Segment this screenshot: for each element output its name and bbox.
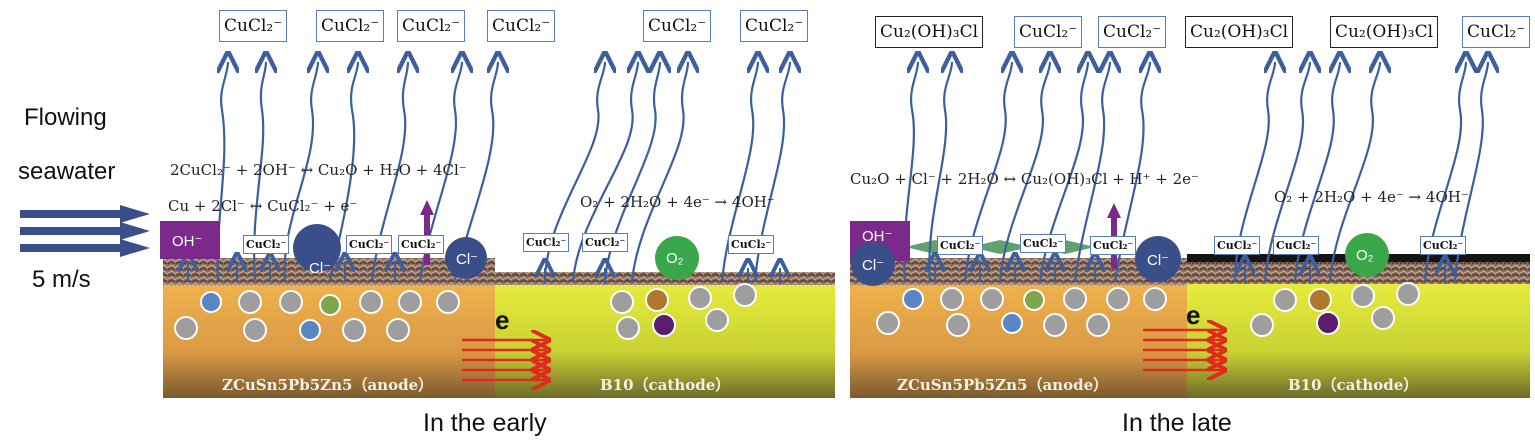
early-cl-small bbox=[445, 237, 487, 279]
late-surface-cucl2: CuCl₂⁻ bbox=[1020, 234, 1067, 253]
early-product-cucl2: CuCl₂⁻ bbox=[316, 10, 385, 42]
early-cathode-label: B10（cathode） bbox=[600, 376, 731, 394]
late-surface-cucl2: CuCl₂⁻ bbox=[1214, 236, 1261, 255]
early-electron-arrows bbox=[462, 340, 546, 380]
late-oh-label: OH⁻ bbox=[862, 228, 893, 245]
late-product-cucl2: CuCl₂⁻ bbox=[1098, 16, 1167, 48]
flowing-label: Flowing bbox=[24, 104, 107, 131]
ion-spheres bbox=[160, 221, 1389, 286]
seawater-label: seawater bbox=[18, 158, 116, 185]
late-o2 bbox=[1345, 233, 1389, 277]
early-electron-label: e bbox=[495, 305, 510, 335]
early-surface-cucl2: CuCl₂⁻ bbox=[582, 233, 629, 252]
early-oh-block bbox=[160, 221, 220, 259]
early-particles bbox=[174, 283, 757, 342]
late-cl-label: Cl⁻ bbox=[862, 257, 885, 274]
late-equation-anode: Cu₂O + Cl⁻ + 2H₂O ↔ Cu₂(OH)₃Cl + H⁺ + 2e… bbox=[850, 170, 1199, 188]
early-cl-large bbox=[293, 224, 341, 272]
late-equation-cathode: O₂ + 2H₂O + 4e⁻ → 4OH⁻ bbox=[1274, 188, 1469, 206]
late-surface-cucl2: CuCl₂⁻ bbox=[1420, 236, 1467, 255]
late-green-deposit bbox=[970, 240, 1030, 254]
early-product-cucl2: CuCl₂⁻ bbox=[643, 10, 712, 42]
early-cl-label: Cl⁻ bbox=[456, 251, 479, 268]
late-electron-arrows bbox=[1143, 330, 1222, 370]
early-surface-cucl2: CuCl₂⁻ bbox=[398, 235, 445, 254]
early-product-cucl2: CuCl₂⁻ bbox=[487, 10, 556, 42]
early-surface-cucl2: CuCl₂⁻ bbox=[346, 235, 393, 254]
early-o2 bbox=[655, 236, 699, 280]
early-anode-label: ZCuSn5Pb5Zn5（anode） bbox=[222, 376, 434, 394]
late-caption: In the late bbox=[1122, 409, 1232, 437]
late-surface-cucl2: CuCl₂⁻ bbox=[1273, 236, 1320, 255]
late-electron-label: e bbox=[1186, 300, 1201, 330]
late-product-cu2oh3cl: Cu₂(OH)₃Cl bbox=[1185, 16, 1294, 48]
late-product-cucl2: CuCl₂⁻ bbox=[1462, 16, 1531, 48]
early-product-cucl2: CuCl₂⁻ bbox=[740, 10, 809, 42]
late-surface-cucl2: CuCl₂⁻ bbox=[1090, 236, 1137, 255]
purple-arrows bbox=[420, 200, 1121, 268]
early-surface-cucl2: CuCl₂⁻ bbox=[243, 235, 290, 254]
early-cl-label: Cl⁻ bbox=[309, 260, 332, 277]
early-product-cucl2: CuCl₂⁻ bbox=[219, 10, 288, 42]
early-surface-cucl2: CuCl₂⁻ bbox=[728, 235, 775, 254]
late-cl-label: Cl⁻ bbox=[1147, 252, 1170, 269]
early-equation-anode: Cu + 2Cl⁻ ↔ CuCl₂⁻ + e⁻ bbox=[168, 197, 358, 215]
late-product-cu2oh3cl: Cu₂(OH)₃Cl bbox=[1330, 16, 1439, 48]
late-product-cu2oh3cl: Cu₂(OH)₃Cl bbox=[875, 16, 984, 48]
late-o2-label: O₂ bbox=[1356, 247, 1374, 264]
late-surface-cucl2: CuCl₂⁻ bbox=[937, 236, 984, 255]
late-cl-right bbox=[1135, 236, 1181, 282]
flow-arrows bbox=[20, 205, 150, 257]
early-oh-label: OH⁻ bbox=[172, 233, 203, 250]
late-flow-lines bbox=[903, 62, 1488, 283]
late-cl-left bbox=[851, 242, 895, 286]
late-product-cucl2: CuCl₂⁻ bbox=[1014, 16, 1083, 48]
late-particles bbox=[876, 282, 1420, 337]
early-surface-arrows bbox=[188, 262, 780, 284]
early-surface-cucl2: CuCl₂⁻ bbox=[523, 233, 570, 252]
late-anode-label: ZCuSn5Pb5Zn5（anode） bbox=[897, 376, 1109, 394]
early-equation-complex: 2CuCl₂⁻ + 2OH⁻ ↔ Cu₂O + H₂O + 4Cl⁻ bbox=[170, 161, 467, 179]
early-o2-label: O₂ bbox=[666, 250, 684, 267]
early-caption: In the early bbox=[423, 409, 547, 437]
early-equation-cathode: O₂ + 2H₂O + 4e⁻ → 4OH⁻ bbox=[580, 193, 775, 211]
speed-label: 5 m/s bbox=[32, 266, 91, 293]
early-product-cucl2: CuCl₂⁻ bbox=[397, 10, 466, 42]
late-cathode-label: B10（cathode） bbox=[1288, 376, 1419, 394]
late-surface-arrows bbox=[935, 262, 1445, 284]
